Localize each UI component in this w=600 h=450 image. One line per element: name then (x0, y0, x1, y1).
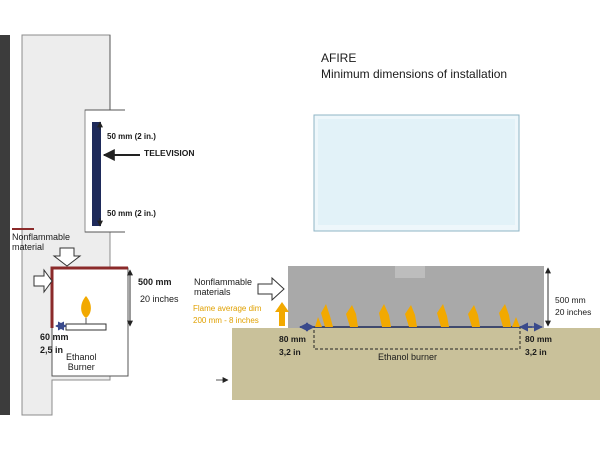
television-panel (92, 122, 101, 226)
right-flames (315, 304, 520, 327)
burner-label-left: Ethanol Burner (66, 352, 97, 373)
right-arrow-outline-2 (257, 276, 285, 302)
left-burner-box (65, 323, 107, 331)
down-arrow-outline (52, 247, 82, 267)
title-line2: Minimum dimensions of installation (321, 67, 508, 81)
tv-top-gap-label: 50 mm (2 in.) (107, 132, 156, 141)
height-in-right: 20 inches (555, 307, 592, 317)
nonflammable-label-left: Nonflammable material (12, 232, 71, 253)
height-mm-right: 500 mm (555, 295, 586, 305)
right-floor (232, 328, 600, 400)
side-mm-left: 60 mm (40, 332, 69, 342)
right-gap-mm-right: 80 mm (525, 334, 552, 344)
flame-dim-line1: Flame average dim (193, 304, 262, 313)
title-line1: AFIRE (321, 51, 357, 65)
height-in-left: 20 inches (140, 294, 179, 304)
nonflammable-panel-left (50, 266, 128, 328)
left-edge-strip (0, 35, 10, 415)
right-gap-in-right: 3,2 in (525, 347, 547, 357)
tv-bottom-gap-label: 50 mm (2 in.) (107, 209, 156, 218)
television-label: TELEVISION (144, 148, 195, 158)
side-in-left: 2,5 in (40, 345, 64, 355)
left-flame (81, 296, 91, 318)
left-gap-mm-right: 80 mm (279, 334, 306, 344)
burner-label-right: Ethanol burner (378, 352, 438, 362)
left-gap-in-right: 3,2 in (279, 347, 301, 357)
flame-height-arrow (275, 302, 289, 326)
nonflammable-label-right: Nonflammable materials (194, 277, 253, 298)
right-arrow-outline (33, 268, 53, 294)
height-mm-left: 500 mm (138, 277, 172, 287)
flame-dim-line2: 200 mm - 8 inches (193, 316, 259, 325)
